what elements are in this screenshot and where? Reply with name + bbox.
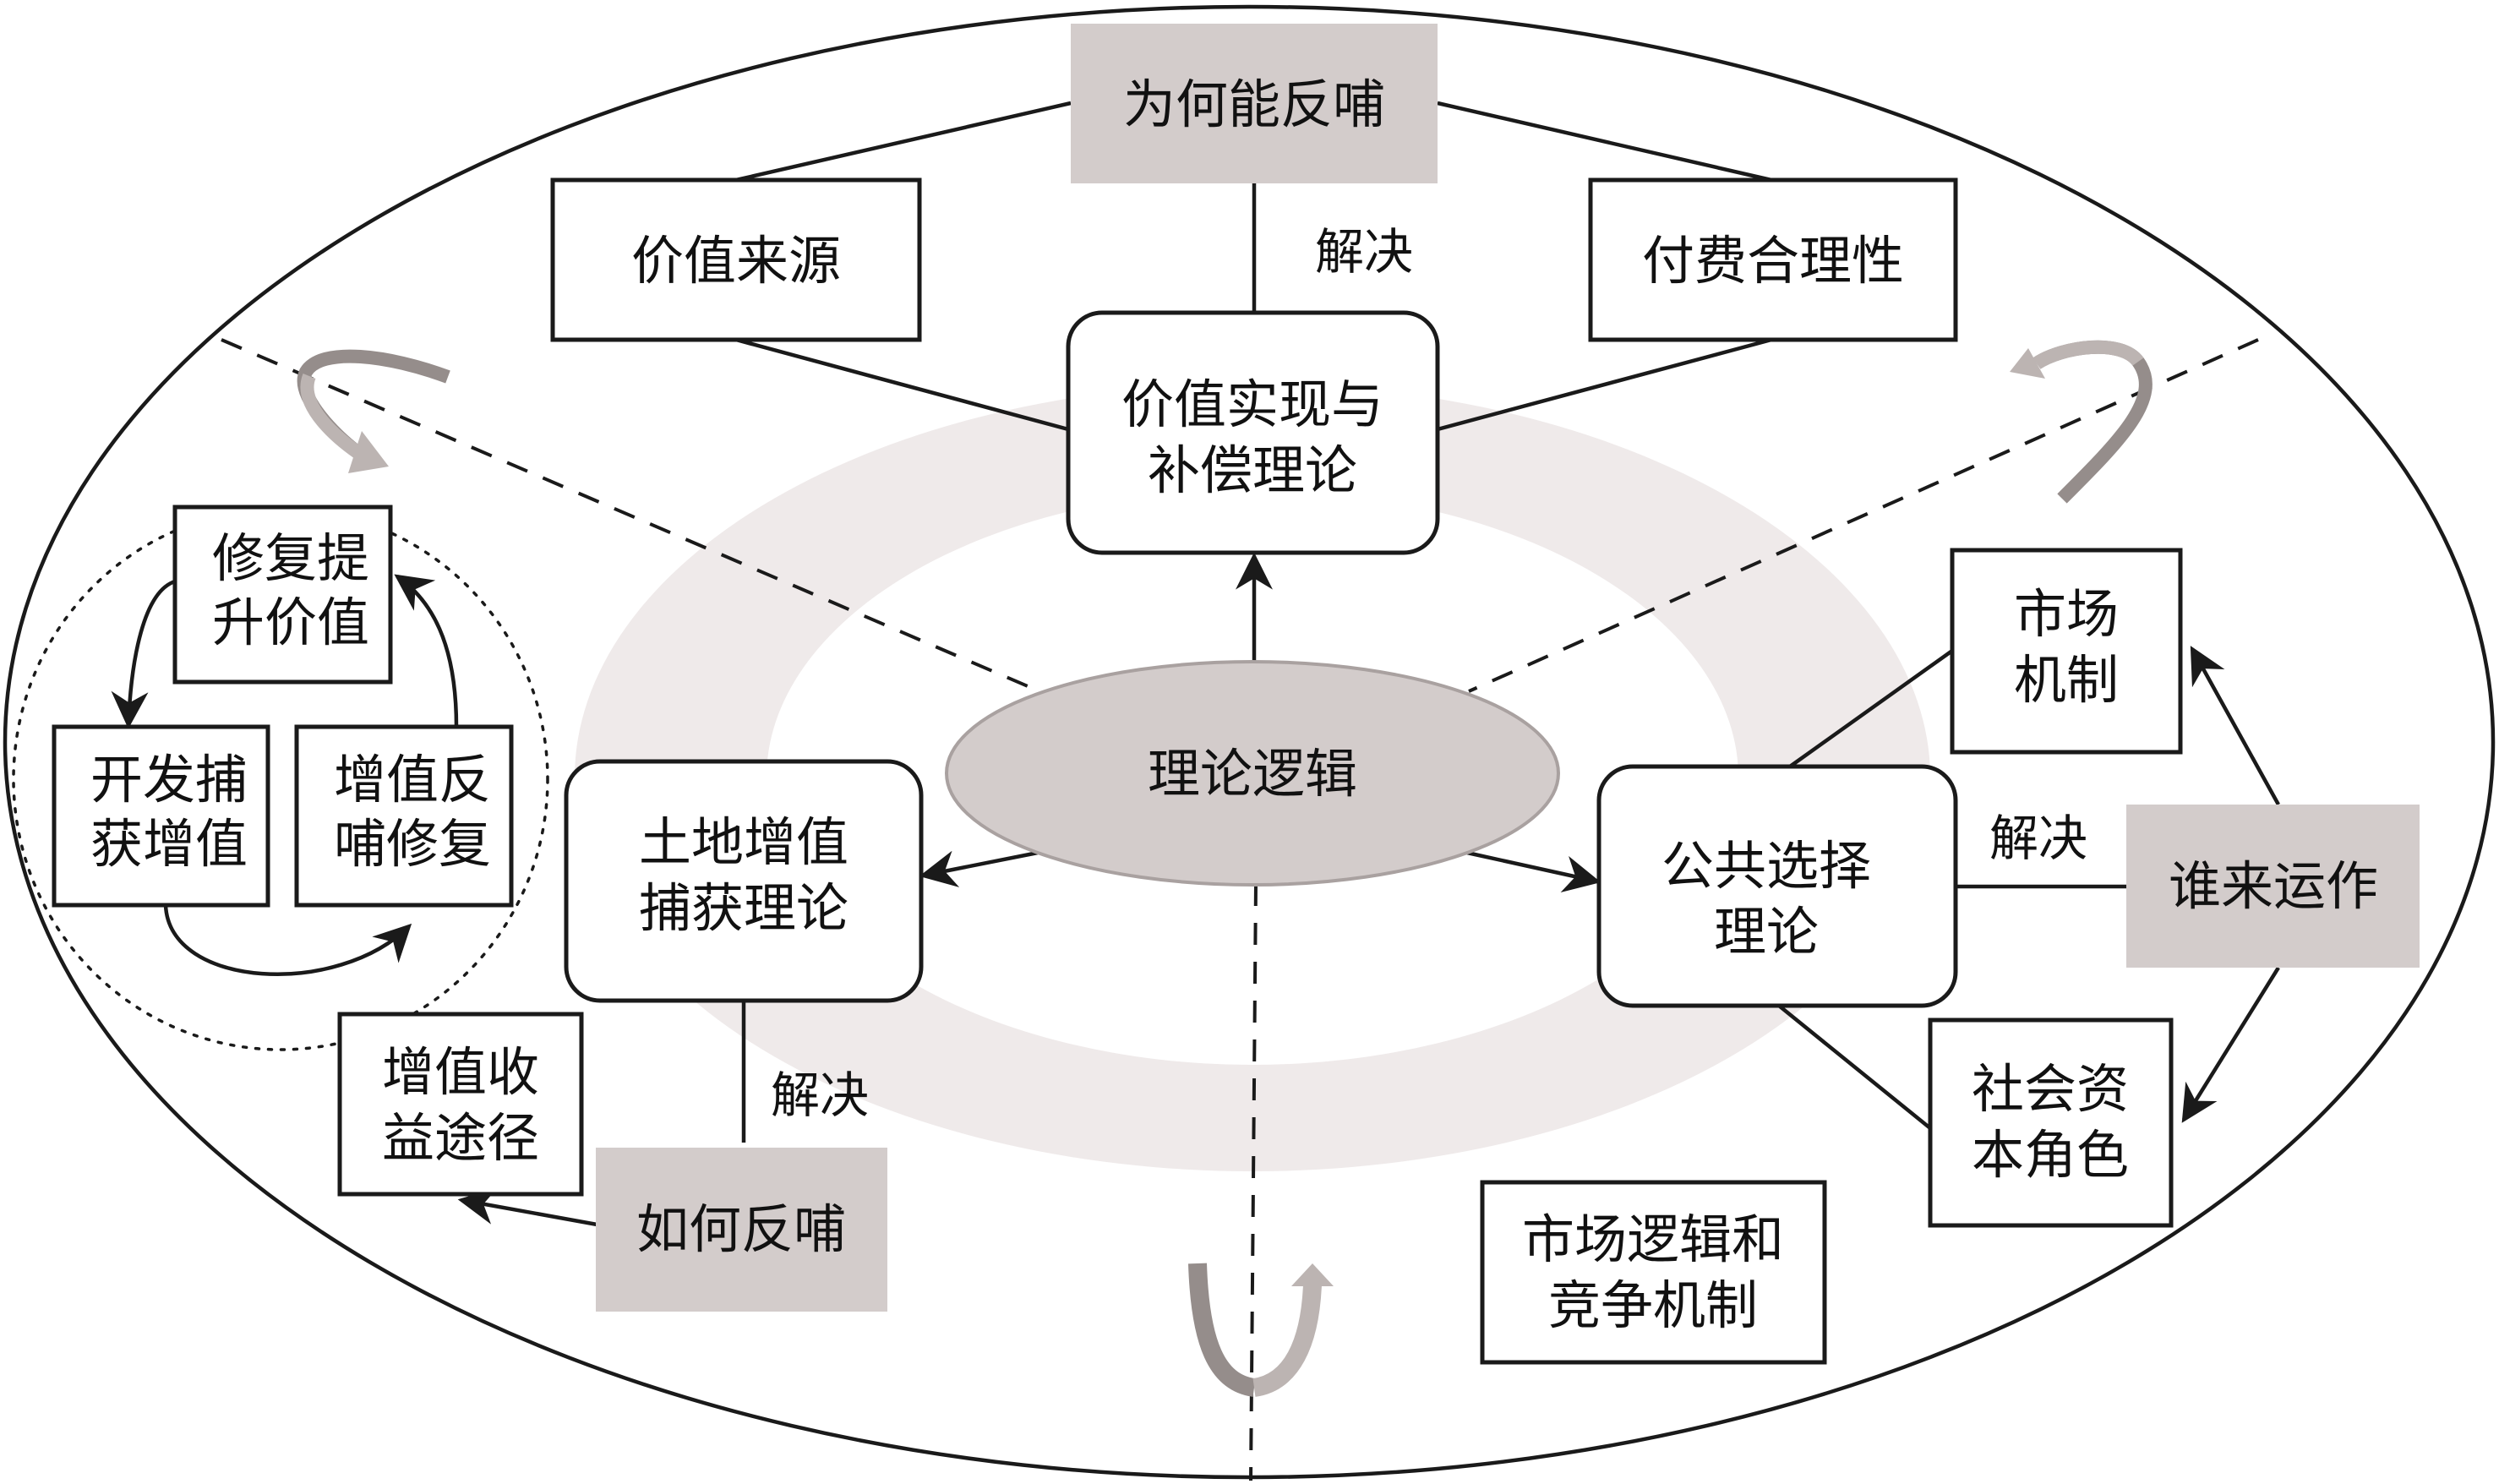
divider-upper-left bbox=[221, 338, 1040, 693]
question-box-why bbox=[1071, 24, 1438, 183]
connector-right-theory-to-social bbox=[1777, 1004, 1932, 1130]
question-box-how bbox=[596, 1148, 887, 1312]
arrow-capture-to-feedback bbox=[163, 904, 412, 976]
market-mechanism-box bbox=[1950, 548, 2183, 755]
arrow-repair-to-capture bbox=[111, 579, 176, 729]
connector-question-to-value-source bbox=[735, 101, 1072, 183]
market-logic-competition-box bbox=[1480, 1180, 1827, 1365]
arrow-center-to-left bbox=[919, 850, 1039, 887]
arrow-feedback-to-repair bbox=[394, 574, 459, 728]
develop-capture-value-box bbox=[52, 724, 270, 908]
value-compensation-theory-box bbox=[1066, 310, 1440, 555]
value-source-box bbox=[550, 177, 922, 342]
land-value-capture-theory-line1: 土地增值 bbox=[639, 811, 848, 873]
rotation-arrow-upper-left bbox=[297, 349, 450, 473]
theory-logic-label: 理论逻辑 bbox=[1148, 743, 1357, 805]
connector-value-source-to-theory bbox=[735, 337, 1069, 432]
land-value-capture-theory-box bbox=[564, 759, 924, 1003]
social-capital-role-line2: 本角色 bbox=[1972, 1124, 2129, 1186]
value-compensation-theory-line2: 补偿理论 bbox=[1148, 439, 1357, 501]
question-why-label: 为何能反哺 bbox=[1123, 74, 1385, 135]
connector-payment-to-theory bbox=[1437, 337, 1772, 432]
value-source-label: 价值来源 bbox=[631, 230, 841, 292]
social-capital-role-box bbox=[1928, 1018, 2174, 1228]
market-mechanism-line1: 市场 bbox=[2014, 583, 2119, 645]
question-who-label: 谁来运作 bbox=[2169, 855, 2378, 917]
market-logic-competition-line2: 竞争机制 bbox=[1548, 1274, 1758, 1336]
solve-label-top: 解决 bbox=[1315, 223, 1413, 281]
value-income-path-box bbox=[337, 1012, 584, 1197]
repair-enhance-value-box bbox=[172, 505, 393, 685]
repair-enhance-value-line2: 升价值 bbox=[212, 592, 369, 653]
connector-right-theory-to-market bbox=[1788, 649, 1954, 768]
social-capital-role-line1: 社会资 bbox=[1972, 1058, 2129, 1120]
payment-rationality-box bbox=[1588, 177, 1958, 342]
arrow-question-to-market bbox=[2190, 646, 2280, 806]
arrow-question-to-income bbox=[457, 1187, 603, 1228]
question-box-who bbox=[2126, 805, 2420, 968]
value-income-path-line1: 增值收 bbox=[382, 1041, 539, 1103]
public-choice-theory-line1: 公共选择 bbox=[1661, 835, 1871, 897]
arrow-question-to-social bbox=[2181, 966, 2280, 1123]
develop-capture-value-line1: 开发捕 bbox=[90, 749, 248, 810]
arrow-center-to-right bbox=[1466, 850, 1601, 892]
divider-bottom bbox=[1249, 883, 1258, 1481]
value-feedback-repair-line1: 增值反 bbox=[334, 749, 491, 810]
land-value-capture-theory-line2: 捕获理论 bbox=[639, 877, 848, 939]
theory-logic-center bbox=[945, 660, 1560, 887]
value-feedback-repair-box bbox=[294, 724, 514, 908]
market-logic-competition-line1: 市场逻辑和 bbox=[1522, 1208, 1784, 1270]
connector-question-to-payment bbox=[1437, 101, 1772, 183]
divider-upper-right bbox=[1468, 338, 2259, 693]
cycle-group-boundary bbox=[12, 507, 549, 1051]
solve-label-right: 解决 bbox=[1989, 810, 2087, 867]
rotation-arrow-upper-right bbox=[2010, 340, 2153, 504]
solve-label-left: 解决 bbox=[771, 1067, 869, 1124]
public-choice-theory-box bbox=[1596, 764, 1958, 1008]
payment-rationality-label: 付费合理性 bbox=[1642, 230, 1904, 292]
rotation-arrow-bottom bbox=[1188, 1263, 1334, 1397]
public-choice-theory-line2: 理论 bbox=[1714, 901, 1819, 963]
market-mechanism-line2: 机制 bbox=[2014, 649, 2119, 711]
repair-enhance-value-line1: 修复提 bbox=[212, 527, 369, 589]
value-income-path-line2: 益途径 bbox=[382, 1107, 539, 1169]
value-compensation-theory-line1: 价值实现与 bbox=[1121, 374, 1383, 435]
develop-capture-value-line2: 获增值 bbox=[90, 813, 248, 875]
question-how-label: 如何反哺 bbox=[636, 1198, 846, 1260]
value-feedback-repair-line2: 哺修复 bbox=[334, 813, 491, 875]
